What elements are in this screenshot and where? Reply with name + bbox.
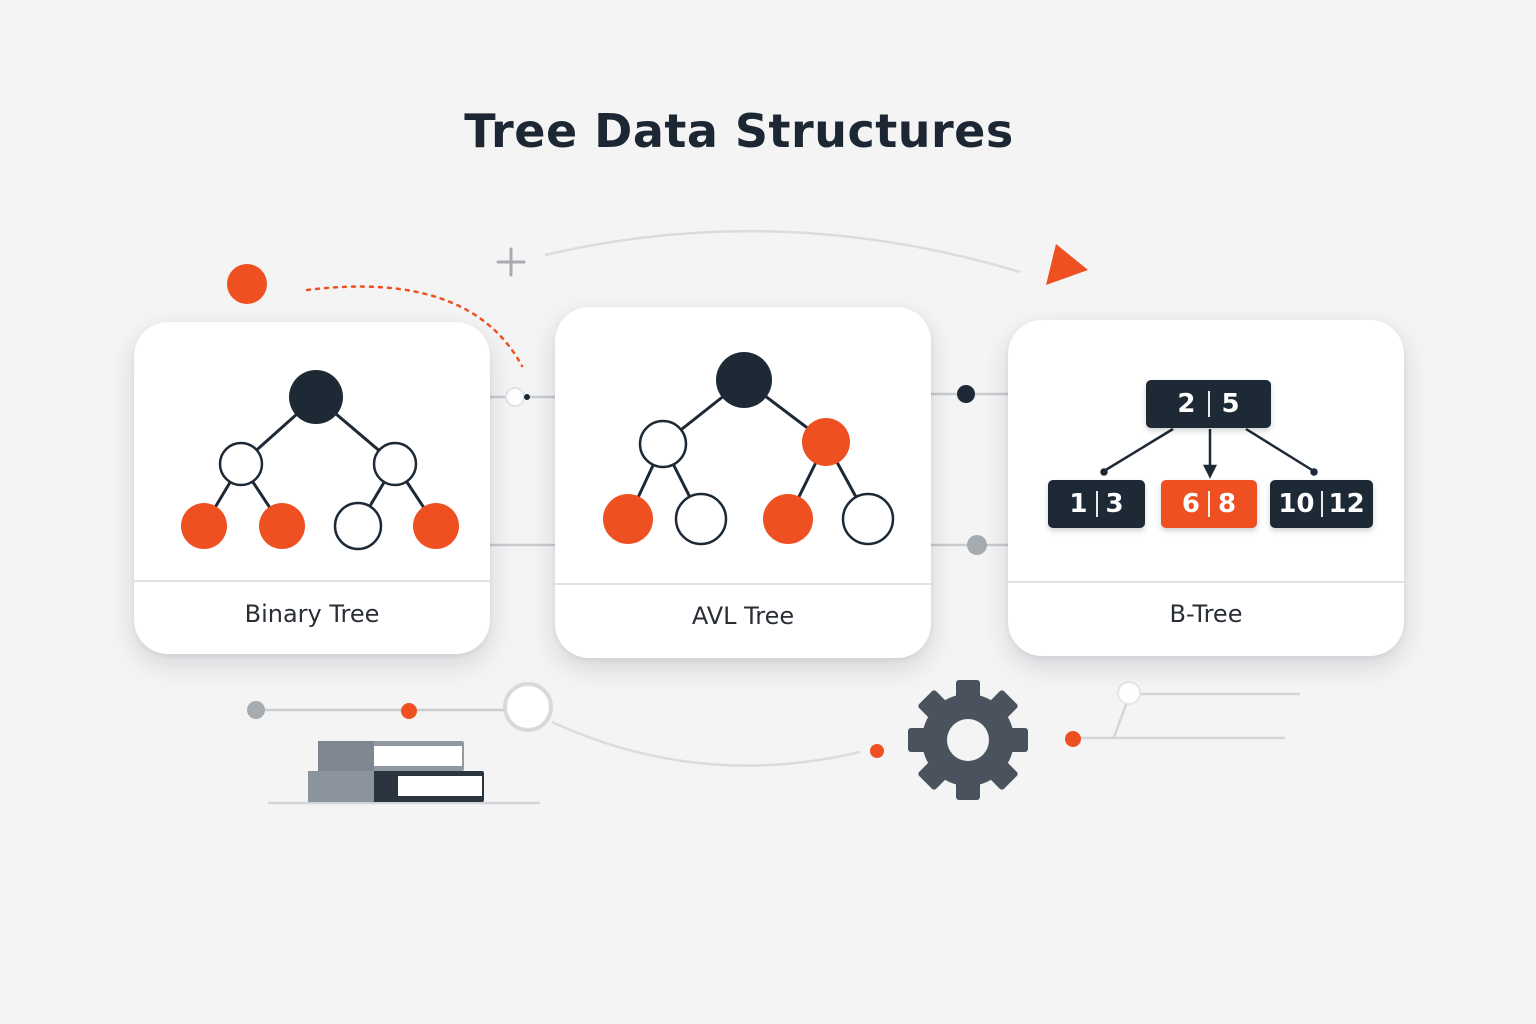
key: 10 — [1278, 489, 1315, 519]
b-tree-edges — [1100, 427, 1318, 479]
b-tree-child-node: 10 12 — [1270, 480, 1373, 528]
card-divider — [1008, 581, 1404, 583]
avl-tree-diagram — [603, 352, 895, 546]
avl-tree-card: AVL Tree — [555, 307, 931, 658]
leaf-node — [674, 492, 728, 546]
card-divider — [134, 580, 490, 582]
b-tree-child-node-highlighted: 6 8 — [1161, 480, 1257, 528]
leaf-node — [841, 492, 895, 546]
tree-node — [372, 441, 418, 487]
card-label: AVL Tree — [691, 602, 795, 630]
leaf-node — [333, 501, 383, 551]
key: 6 — [1181, 489, 1200, 519]
leaf-node — [181, 503, 227, 549]
key: 2 — [1177, 389, 1196, 419]
triangle-icon — [1046, 244, 1088, 285]
card-label: Binary Tree — [244, 600, 380, 628]
binary-tree-card: Binary Tree — [134, 322, 490, 654]
key: 3 — [1105, 489, 1124, 519]
leaf-node — [259, 503, 305, 549]
b-tree-card: 2 5 1 3 6 8 10 12 B-Tree — [1008, 320, 1404, 656]
tree-node — [218, 441, 264, 487]
leaf-node — [763, 494, 813, 544]
tree-node — [802, 418, 850, 466]
card-label: B-Tree — [1169, 600, 1243, 628]
tree-node — [638, 419, 688, 469]
plus-icon — [496, 247, 526, 277]
key: 8 — [1218, 489, 1237, 519]
gear-icon — [908, 680, 1028, 800]
leaf-node — [413, 503, 459, 549]
root-node — [716, 352, 772, 408]
b-tree-child-node: 1 3 — [1048, 480, 1145, 528]
b-tree-root-node: 2 5 — [1146, 380, 1271, 428]
books-icon — [268, 741, 540, 805]
key: 1 — [1069, 489, 1088, 519]
binary-tree-diagram — [181, 370, 459, 551]
card-divider — [555, 583, 931, 585]
leaf-node — [603, 494, 653, 544]
accent-dot — [227, 264, 267, 304]
root-node — [289, 370, 343, 424]
page-title: Tree Data Structures — [464, 104, 1014, 158]
key: 5 — [1221, 389, 1240, 419]
key: 12 — [1328, 489, 1365, 519]
